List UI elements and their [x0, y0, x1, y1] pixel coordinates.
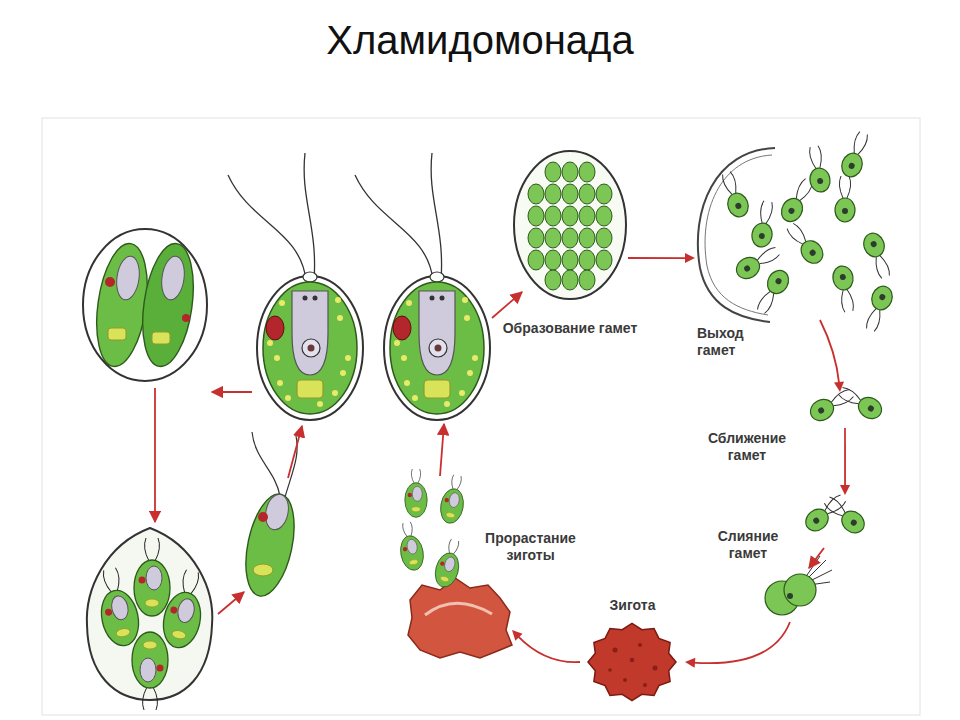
zoospore [238, 432, 303, 600]
cell-wall [514, 151, 626, 299]
germinating-zygote [396, 469, 512, 658]
zygote-shell [588, 623, 676, 700]
gamete [752, 267, 792, 317]
daughter-cell [159, 567, 210, 651]
connector-line [693, 622, 790, 663]
arrow-head [512, 630, 523, 641]
connector-line [820, 320, 839, 384]
zoospore [438, 474, 468, 526]
gamete [807, 384, 857, 424]
flagellum [252, 432, 280, 496]
arrow [440, 424, 444, 476]
gamete-forming-cell [514, 151, 626, 299]
gamete [835, 176, 855, 222]
arrow [809, 548, 824, 568]
gamete [860, 230, 895, 280]
arrow-head [685, 658, 695, 668]
gamete [836, 382, 886, 422]
diagram-title: Хламидомонада [0, 18, 960, 63]
cycle-connector [840, 428, 850, 495]
stage-node: Выход гамет [695, 140, 895, 320]
picture-frame [42, 118, 920, 715]
gamete [804, 145, 832, 194]
stigma [105, 277, 115, 287]
vacuole [114, 255, 142, 302]
dividing-cell-four [87, 528, 212, 710]
stage-label: Выход гамет [697, 325, 779, 359]
arrow [288, 426, 302, 478]
stage-node: Зигота [580, 620, 685, 705]
zoospore [432, 537, 466, 589]
stage-label: Зигота [590, 597, 675, 614]
cell-body [238, 490, 303, 601]
stage-label: Прорастание зиготы [473, 530, 588, 564]
cell-body [784, 574, 816, 606]
arrow-head [834, 382, 844, 392]
gamete [861, 283, 896, 333]
stage-node: Слияние гамет [765, 495, 880, 622]
pyrenoid [253, 564, 273, 576]
daughter-cell [136, 240, 201, 369]
cycle-arrows [155, 292, 824, 614]
adult-cell [355, 153, 490, 420]
zoospore [405, 469, 427, 517]
arrow-head [685, 253, 695, 263]
adult-cell [228, 153, 363, 420]
arrow [212, 391, 252, 393]
fused-cell [765, 556, 832, 615]
arrow-head [840, 485, 850, 495]
stage-node: Образование гамет [512, 150, 628, 300]
gamete [831, 264, 859, 313]
connector-line [628, 257, 687, 259]
gamete [821, 492, 869, 537]
vacuole [262, 492, 291, 532]
stigma [182, 314, 190, 322]
daughter-cell [134, 538, 170, 616]
cycle-connector [685, 622, 790, 668]
stigma [258, 512, 268, 522]
connector-line [518, 636, 580, 662]
young-gametes [528, 162, 612, 290]
zygote-speckles [608, 643, 657, 687]
daughter-cell [132, 632, 168, 710]
arrow [154, 388, 156, 522]
cycle-connector [820, 320, 844, 392]
gamete [782, 220, 827, 268]
vacuole [159, 255, 187, 302]
cycle-connector [512, 630, 580, 662]
zygote [588, 623, 676, 700]
gamete [750, 200, 778, 249]
shell-opening [425, 603, 492, 615]
pyrenoid [108, 328, 126, 340]
connector-line [844, 428, 846, 487]
gamete [838, 130, 873, 180]
cycle-connector [628, 253, 695, 263]
gamete-release [698, 130, 896, 334]
stage-label: Слияние гамет [703, 528, 793, 562]
stage-label: Образование гамет [502, 320, 638, 337]
dividing-cell-two [83, 229, 207, 381]
stage-label: Сближение гамет [697, 430, 797, 464]
gamete [717, 170, 752, 220]
stage-node: Сближение гамет [795, 392, 895, 428]
gamete [801, 490, 849, 535]
arrow [218, 592, 244, 614]
arrow [492, 292, 522, 318]
cell-wall [83, 229, 207, 381]
nucleus [787, 593, 793, 599]
zygote-shell [408, 578, 512, 658]
zoospore [396, 521, 426, 573]
stage-node: Прорастание зиготы [405, 560, 512, 655]
pyrenoid [152, 332, 170, 344]
